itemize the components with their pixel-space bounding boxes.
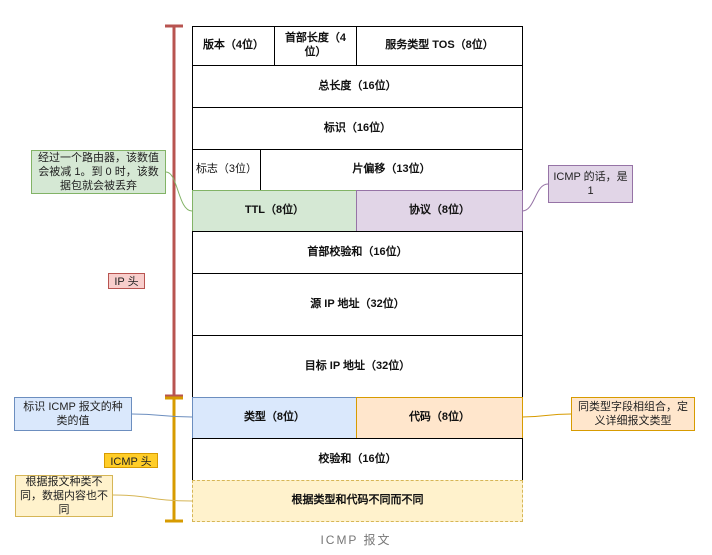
checksum-field: 校验和（16位） (192, 438, 523, 481)
data-note-connector (112, 494, 193, 502)
dest-ip-field: 目标 IP 地址（32位） (192, 335, 523, 398)
header-length-field: 首部长度（4位） (274, 26, 357, 66)
ip-header-tag: IP 头 (108, 273, 145, 289)
protocol-field: 协议（8位） (356, 190, 523, 232)
identification-field: 标识（16位） (192, 107, 523, 150)
ttl-note: 经过一个路由器，该数值会被减 1。到 0 时，该数据包就会被丢弃 (31, 150, 166, 194)
code-note-connector (521, 413, 572, 418)
protocol-note: ICMP 的话，是 1 (548, 165, 633, 203)
source-ip-field: 源 IP 地址（32位） (192, 273, 523, 336)
flags-field: 标志（3位） (192, 149, 261, 191)
type-note: 标识 ICMP 报文的种类的值 (14, 397, 132, 431)
icmp-header-tag: ICMP 头 (104, 453, 158, 468)
total-length-field: 总长度（16位） (192, 65, 523, 108)
type-note-connector (131, 413, 193, 418)
data-field: 根据类型和代码不同而不同 (192, 480, 523, 522)
protocol-note-connector (521, 183, 549, 212)
code-field: 代码（8位） (356, 397, 523, 439)
tos-field: 服务类型 TOS（8位） (356, 26, 523, 66)
ttl-note-connector (165, 171, 193, 212)
header-checksum-field: 首部校验和（16位） (192, 231, 523, 274)
fragment-offset-field: 片偏移（13位） (260, 149, 523, 191)
diagram-caption: ICMP 报文 (320, 533, 392, 547)
data-note: 根据报文种类不同，数据内容也不同 (15, 475, 113, 517)
type-field: 类型（8位） (192, 397, 357, 439)
ttl-field: TTL（8位） (192, 190, 357, 232)
version-field: 版本（4位） (192, 26, 275, 66)
code-note: 同类型字段相组合，定义详细报文类型 (571, 397, 695, 431)
